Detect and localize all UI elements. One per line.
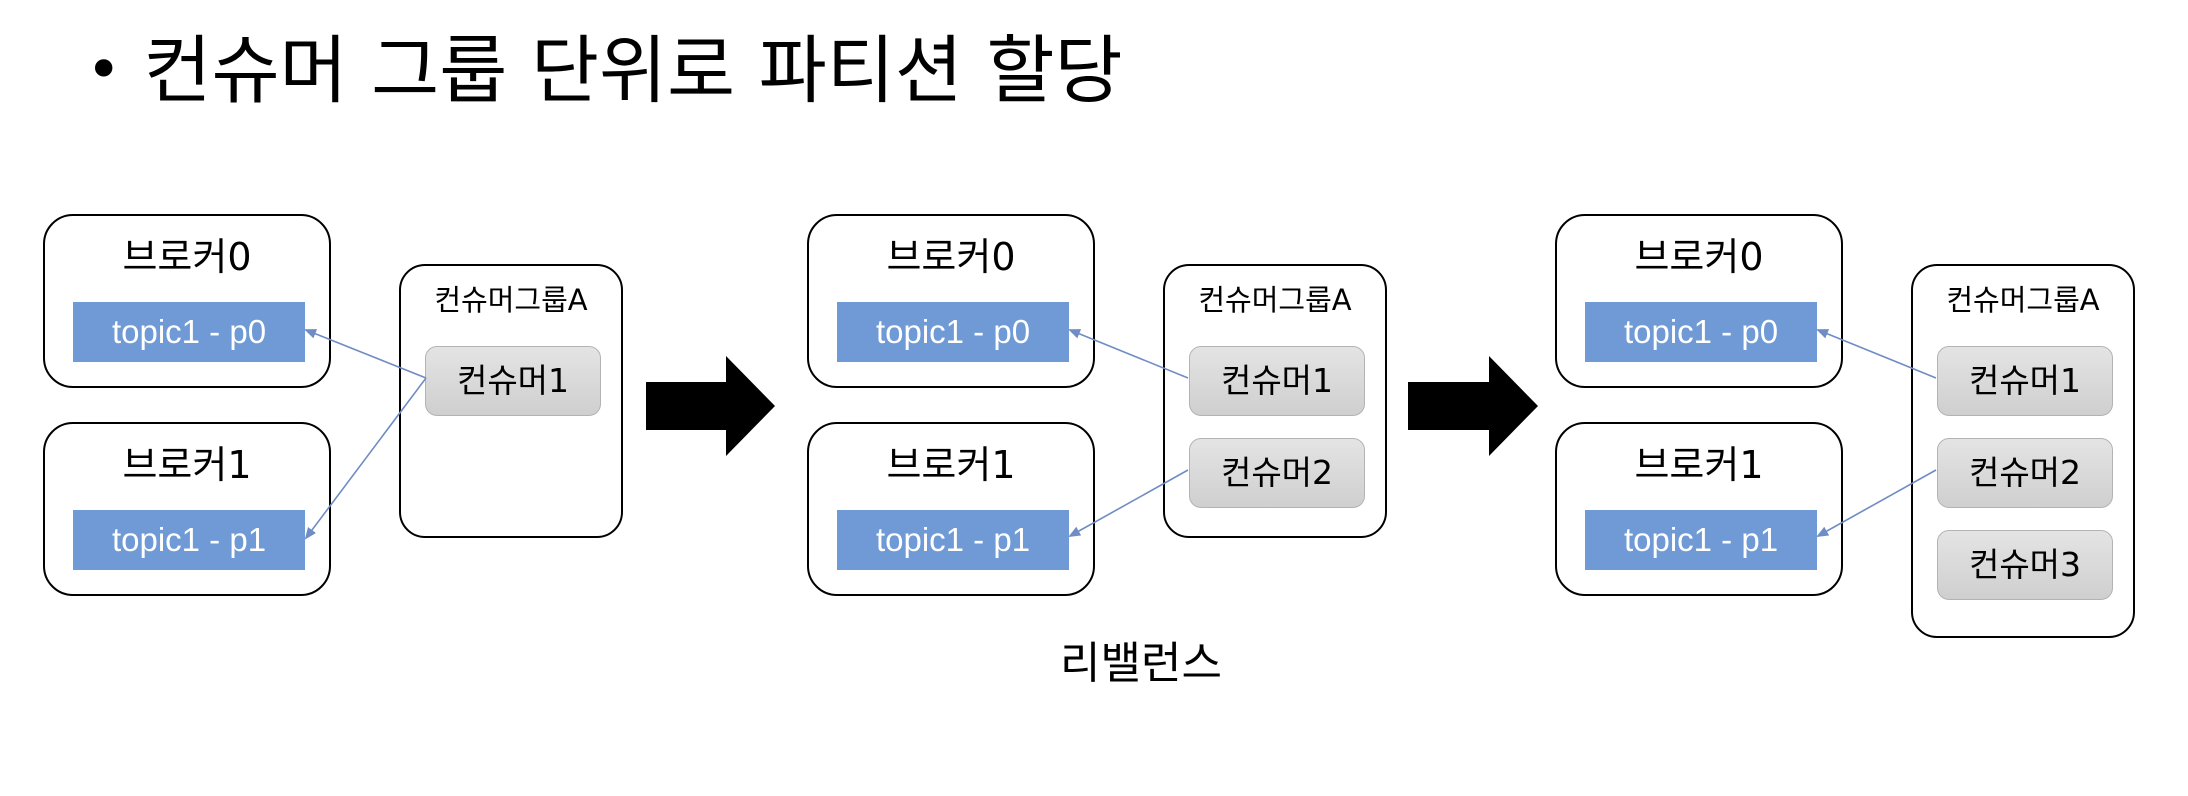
consumer-group-box: 컨슈머그룹A 컨슈머1 컨슈머2 컨슈머3 bbox=[1911, 264, 2135, 638]
broker-box: 브로커0 topic1 - p0 bbox=[1555, 214, 1843, 388]
broker-name: 브로커0 bbox=[886, 235, 1016, 279]
consumer-group-name: 컨슈머그룹A bbox=[434, 283, 588, 317]
transition-arrow bbox=[1408, 356, 1538, 456]
slide-title-text: 컨슈머 그룹 단위로 파티션 할당 bbox=[143, 28, 1123, 114]
partition-label: topic1 - p0 bbox=[73, 302, 305, 362]
broker-box: 브로커1 topic1 - p1 bbox=[43, 422, 331, 596]
consumer-box: 컨슈머2 bbox=[1937, 438, 2113, 508]
broker-name: 브로커0 bbox=[122, 235, 252, 279]
assignment-link bbox=[1816, 469, 1937, 537]
assignment-link bbox=[304, 377, 427, 540]
consumer-group-name: 컨슈머그룹A bbox=[1946, 283, 2100, 317]
broker-box: 브로커0 topic1 - p0 bbox=[43, 214, 331, 388]
consumer-box: 컨슈머2 bbox=[1189, 438, 1365, 508]
bullet: • bbox=[86, 35, 122, 105]
broker-name: 브로커1 bbox=[886, 443, 1016, 487]
consumer-box: 컨슈머1 bbox=[1189, 346, 1365, 416]
partition-label: topic1 - p1 bbox=[1585, 510, 1817, 570]
assignment-link bbox=[304, 329, 427, 379]
transition-arrow bbox=[646, 356, 775, 456]
assignment-link bbox=[1068, 329, 1189, 379]
broker-name: 브로커0 bbox=[1634, 235, 1764, 279]
partition-label: topic1 - p1 bbox=[73, 510, 305, 570]
broker-name: 브로커1 bbox=[1634, 443, 1764, 487]
consumer-box: 컨슈머1 bbox=[1937, 346, 2113, 416]
consumer-box: 컨슈머1 bbox=[425, 346, 601, 416]
consumer-group-box: 컨슈머그룹A 컨슈머1 컨슈머2 bbox=[1163, 264, 1387, 538]
broker-box: 브로커0 topic1 - p0 bbox=[807, 214, 1095, 388]
partition-label: topic1 - p0 bbox=[1585, 302, 1817, 362]
broker-box: 브로커1 topic1 - p1 bbox=[1555, 422, 1843, 596]
rebalance-caption: 리밸런스 bbox=[1060, 638, 1222, 689]
assignment-link bbox=[1068, 469, 1189, 537]
partition-label: topic1 - p0 bbox=[837, 302, 1069, 362]
consumer-box: 컨슈머3 bbox=[1937, 530, 2113, 600]
assignment-link bbox=[1816, 329, 1937, 379]
consumer-group-box: 컨슈머그룹A 컨슈머1 bbox=[399, 264, 623, 538]
slide-title: • 컨슈머 그룹 단위로 파티션 할당 bbox=[86, 22, 1123, 119]
consumer-group-name: 컨슈머그룹A bbox=[1198, 283, 1352, 317]
broker-name: 브로커1 bbox=[122, 443, 252, 487]
broker-box: 브로커1 topic1 - p1 bbox=[807, 422, 1095, 596]
partition-label: topic1 - p1 bbox=[837, 510, 1069, 570]
